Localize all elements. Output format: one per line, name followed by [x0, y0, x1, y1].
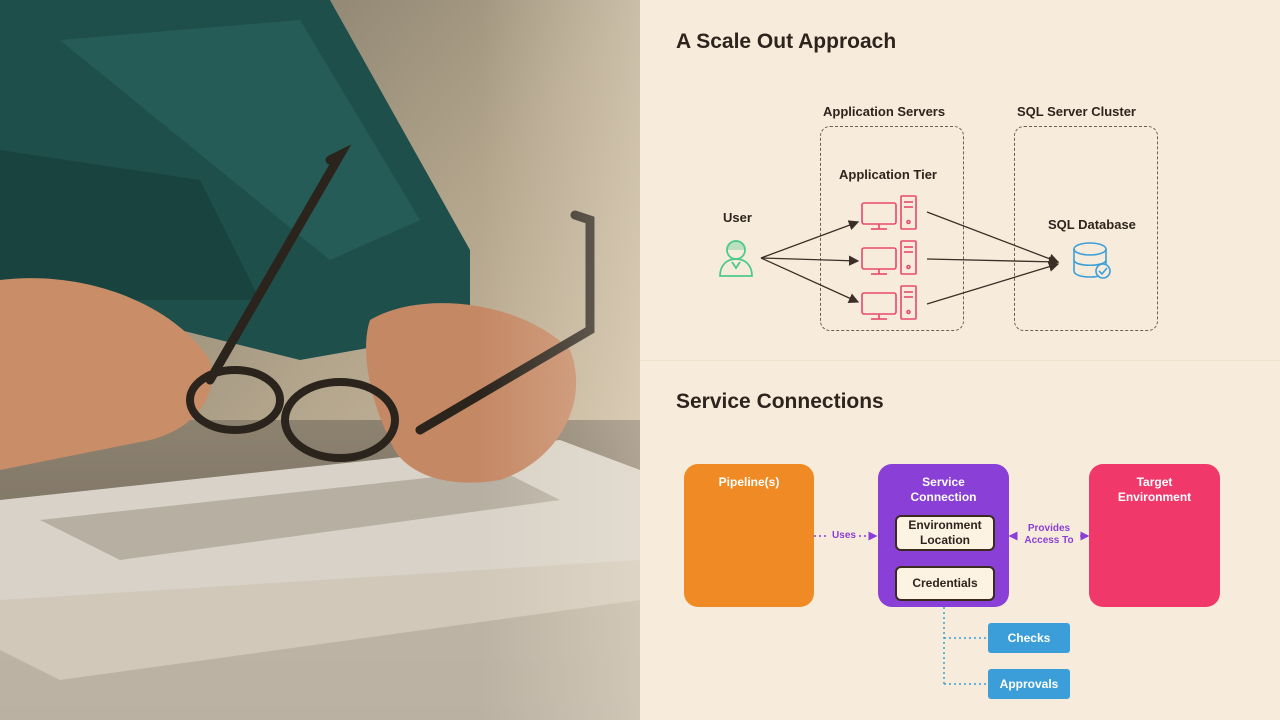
provides-access-label: Provides Access To: [1020, 523, 1078, 547]
arrow-server3-db: [926, 261, 1060, 305]
content-panel: A Scale Out Approach Application Servers…: [640, 0, 1280, 720]
service-connections-connectors: [814, 531, 1090, 685]
database-icon: [1073, 242, 1111, 279]
section-divider: [640, 360, 1280, 361]
sql-db-label: SQL Database: [1048, 217, 1136, 232]
arrow-user-server2: [760, 255, 860, 266]
scale-out-title: A Scale Out Approach: [676, 30, 897, 53]
sql-cluster-group: [1014, 126, 1158, 331]
app-servers-group: [820, 126, 964, 331]
credentials-box: Credentials: [895, 566, 995, 601]
server-icon-2: [861, 240, 917, 275]
user-label: User: [723, 210, 752, 225]
target-environment-label: Target Environment: [1117, 475, 1192, 504]
arrow-user-server3: [760, 257, 860, 303]
server-icon-3: [861, 285, 917, 320]
arrow-user-server1: [760, 220, 860, 259]
service-connections-title: Service Connections: [676, 390, 884, 413]
approvals-box: Approvals: [988, 669, 1070, 699]
pipelines-box: Pipeline(s): [684, 464, 814, 607]
hero-photo: [0, 0, 640, 720]
pipelines-label: Pipeline(s): [718, 475, 780, 489]
checks-box: Checks: [988, 623, 1070, 653]
app-tier-label: Application Tier: [839, 167, 937, 182]
sql-cluster-label: SQL Server Cluster: [1017, 104, 1136, 119]
app-servers-label: Application Servers: [823, 104, 946, 119]
environment-location-box: Environment Location: [895, 515, 995, 551]
uses-label: Uses: [829, 530, 859, 542]
server-icon-1: [861, 195, 917, 230]
arrow-server1-db: [926, 211, 1060, 264]
target-environment-box: Target Environment: [1089, 464, 1220, 607]
service-connection-label: Service Connection: [910, 475, 977, 504]
user-icon: [719, 240, 753, 277]
arrow-server2-db: [926, 256, 1060, 267]
scale-out-diagram: [719, 195, 1111, 320]
